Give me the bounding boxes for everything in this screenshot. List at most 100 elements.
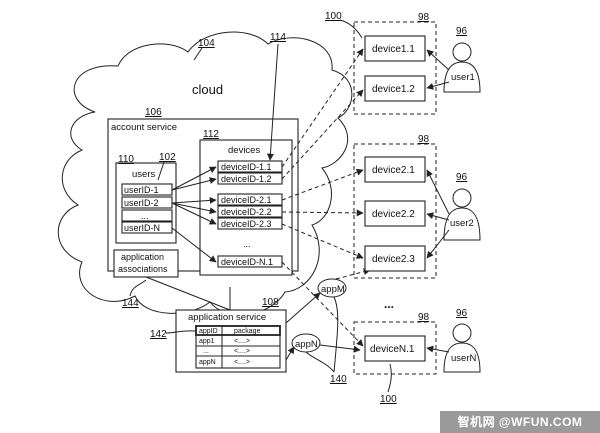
device-group-n: [353, 321, 437, 375]
device-2-3-box: [364, 245, 426, 272]
device-group-2: [353, 143, 437, 279]
device-2-2-label: device2.2: [372, 209, 415, 220]
device-1-1-box: [364, 35, 426, 62]
appM-bubble: [317, 278, 347, 298]
app-table-cell: appN: [199, 359, 216, 366]
user-id-label: userID-1: [124, 185, 159, 195]
userN-ref: 96: [456, 308, 468, 319]
app-table-cell: <....>: [234, 348, 250, 355]
user2-label: user2: [450, 218, 474, 229]
user-id-label: userID-2: [124, 198, 159, 208]
device-id-label: deviceID-1.2: [221, 174, 272, 184]
user1-label: user1: [451, 72, 475, 83]
devices-box-ref: 112: [203, 129, 219, 140]
account-service-title: account service: [111, 122, 177, 133]
device-id-label: deviceID-1.1: [221, 162, 272, 172]
user2-to-device-arrow: [171, 202, 217, 215]
user2-to-device-arrow: [171, 202, 217, 225]
link-device-2-3: [281, 223, 364, 259]
app-table-cell: ...: [203, 348, 209, 355]
appM-label: appM: [321, 284, 345, 295]
watermark-banner: 智机网 @WFUN.COM: [440, 411, 600, 433]
devices-group-ref-leader-bottom: [387, 363, 392, 393]
user1-person-icon: [443, 42, 481, 93]
device-n-1-box: [364, 335, 426, 362]
user1-to-device1-2: [426, 81, 450, 90]
device-1-2-box: [364, 75, 426, 102]
user1-to-device-arrow: [171, 177, 217, 191]
user-id-label: ...: [141, 211, 149, 221]
app-table-col-package: package: [234, 328, 261, 335]
user2-ref: 96: [456, 172, 468, 183]
appM-to-device2-3: [335, 268, 371, 280]
application-service-title: application service: [188, 312, 266, 323]
app-table-col-appid: appID: [199, 328, 218, 335]
device-id-label: deviceID-2.1: [221, 195, 272, 205]
user1-to-device-arrow: [171, 166, 217, 191]
cloud-ref-leader: [193, 47, 203, 61]
app-table-cell: app1: [199, 338, 215, 345]
table-ref-leader: [165, 330, 197, 334]
devices-group-ref-bottom: 100: [380, 394, 397, 405]
userN-person-icon: [443, 323, 481, 373]
appN-label: appN: [295, 339, 318, 350]
app-table-cell: <....>: [234, 359, 250, 366]
device-1-1-label: device1.1: [372, 44, 415, 55]
user1-ref: 96: [456, 26, 468, 37]
pointer-114-leader: [266, 43, 279, 161]
device-n-1-label: deviceN.1: [370, 344, 415, 355]
app-table-cell: <....>: [234, 338, 250, 345]
appN-to-deviceN1: [319, 344, 361, 353]
user-id-row: [121, 221, 173, 234]
pointer-114-ref: 114: [270, 32, 286, 43]
app-arrow-ref-leader: [333, 296, 339, 373]
cloud-ref: 104: [198, 38, 215, 49]
application-service-ref: 108: [262, 297, 279, 308]
account-service-ref: 106: [145, 107, 162, 118]
associations-ref-leader: [129, 279, 147, 297]
users-title: users: [132, 169, 155, 180]
user2-person-icon: [443, 188, 481, 241]
associations-to-app-service-line: [145, 276, 231, 311]
device-group-1: [353, 21, 437, 115]
link-device-1-2: [281, 89, 364, 180]
users-box-ref: 110: [118, 154, 134, 165]
device-1-2-label: device1.2: [372, 84, 415, 95]
user2-to-device2-3: [426, 229, 450, 259]
group-1-ref: 98: [418, 12, 430, 23]
userN-label: userN: [451, 353, 476, 364]
app-service-to-appN: [285, 346, 295, 361]
users-ref: 102: [159, 152, 176, 163]
device-id-ellipsis: ...: [243, 239, 251, 249]
devices-group-ref-top: 100: [325, 11, 342, 22]
associations-label-line2: associations: [118, 264, 168, 274]
device-2-3-label: device2.3: [372, 254, 415, 265]
link-device-n-1: [281, 261, 364, 347]
devices-title: devices: [228, 145, 260, 156]
app-arrow-ref-leader: [305, 351, 335, 373]
device-groups-ellipsis: ...: [384, 297, 394, 311]
device-2-1-box: [364, 156, 426, 183]
device-id-label: deviceID-2.3: [221, 219, 272, 229]
users-ref-leader: [157, 161, 165, 181]
app-arrow-ref: 140: [330, 374, 347, 385]
cloud-shape: [57, 31, 353, 316]
device-id-label: deviceID-N.1: [221, 257, 273, 267]
user-id-row: [121, 209, 173, 222]
app-service-to-appM: [285, 292, 321, 324]
device-id-row: [217, 205, 283, 218]
device-id-row: [217, 217, 283, 230]
userN-to-device-arrow: [171, 227, 217, 263]
group-n-ref: 98: [418, 312, 430, 323]
associations-ref: 144: [122, 298, 139, 309]
user2-to-device2-1: [426, 169, 450, 215]
user2-to-device-arrow: [171, 196, 217, 204]
devices-group-ref-leader-top: [339, 19, 363, 39]
device-2-1-label: device2.1: [372, 165, 415, 176]
link-device-2-1: [281, 168, 364, 201]
group-2-ref: 98: [418, 134, 430, 145]
device-id-label: deviceID-2.2: [221, 207, 272, 217]
device-2-2-box: [364, 200, 426, 227]
associations-label-line1: application: [121, 252, 164, 262]
